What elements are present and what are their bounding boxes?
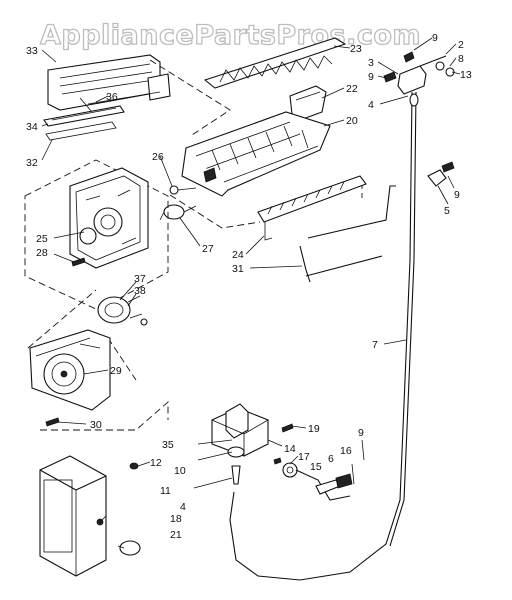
callout-9c: 9 bbox=[454, 189, 460, 201]
callout-20: 20 bbox=[346, 115, 358, 127]
callout-23: 23 bbox=[350, 43, 362, 55]
callout-24: 24 bbox=[232, 249, 244, 261]
callout-31: 31 bbox=[232, 263, 244, 275]
callout-4b: 4 bbox=[180, 501, 186, 513]
callout-10: 10 bbox=[174, 465, 186, 477]
callout-30: 30 bbox=[90, 419, 102, 431]
callout-3: 3 bbox=[368, 57, 374, 69]
callout-9a: 9 bbox=[432, 32, 438, 44]
shutoff-arm bbox=[257, 175, 367, 241]
callout-26: 26 bbox=[152, 151, 164, 163]
drive-motor bbox=[97, 295, 148, 326]
callout-6: 6 bbox=[328, 453, 334, 465]
callout-37: 37 bbox=[134, 273, 146, 285]
callout-28: 28 bbox=[36, 247, 48, 259]
callout-11: 11 bbox=[160, 485, 171, 497]
tube-clamp bbox=[427, 161, 455, 187]
module-group-outline bbox=[27, 289, 169, 431]
ice-bin bbox=[39, 455, 141, 577]
watermark-text: AppliancePartsPros.com bbox=[40, 20, 421, 51]
callout-17: 17 bbox=[298, 451, 310, 463]
callout-4a: 4 bbox=[368, 99, 374, 111]
callout-22: 22 bbox=[346, 83, 358, 95]
inlet-tube bbox=[295, 439, 365, 501]
callout-34: 34 bbox=[26, 121, 38, 133]
callout-2: 2 bbox=[458, 39, 464, 51]
control-module-housing bbox=[24, 159, 169, 311]
ejector-blade bbox=[203, 37, 347, 89]
supply-tube bbox=[229, 91, 417, 581]
callout-32: 32 bbox=[26, 157, 38, 169]
callout-9d: 9 bbox=[358, 427, 364, 439]
ice-mold bbox=[181, 111, 331, 197]
fill-fitting bbox=[383, 51, 455, 107]
callout-18: 18 bbox=[170, 513, 182, 525]
callout-25: 25 bbox=[36, 233, 48, 245]
cover-assembly bbox=[47, 54, 171, 113]
callout-14: 14 bbox=[284, 443, 296, 455]
bail-wire bbox=[299, 185, 396, 283]
heater-bar bbox=[43, 105, 125, 141]
callout-12: 12 bbox=[150, 457, 162, 469]
callout-labels: 33 36 34 32 23 9 2 3 8 9 13 22 4 20 26 9… bbox=[26, 32, 472, 541]
mounting-plate bbox=[29, 329, 111, 427]
callout-36: 36 bbox=[106, 91, 118, 103]
callout-33: 33 bbox=[26, 45, 38, 57]
callout-8: 8 bbox=[458, 53, 464, 65]
callout-16: 16 bbox=[340, 445, 352, 457]
callout-9b: 9 bbox=[368, 71, 374, 83]
water-valve bbox=[129, 403, 298, 485]
callout-5: 5 bbox=[444, 205, 450, 217]
leader-lines bbox=[41, 37, 461, 549]
thermostat-part bbox=[159, 185, 197, 221]
callout-7: 7 bbox=[372, 339, 378, 351]
callout-15: 15 bbox=[310, 461, 322, 473]
callout-27: 27 bbox=[202, 243, 214, 255]
callout-13: 13 bbox=[460, 69, 472, 81]
callout-38: 38 bbox=[134, 285, 146, 297]
callout-29: 29 bbox=[110, 365, 122, 377]
callout-35: 35 bbox=[162, 439, 174, 451]
callout-21: 21 bbox=[170, 529, 182, 541]
callout-19: 19 bbox=[308, 423, 320, 435]
